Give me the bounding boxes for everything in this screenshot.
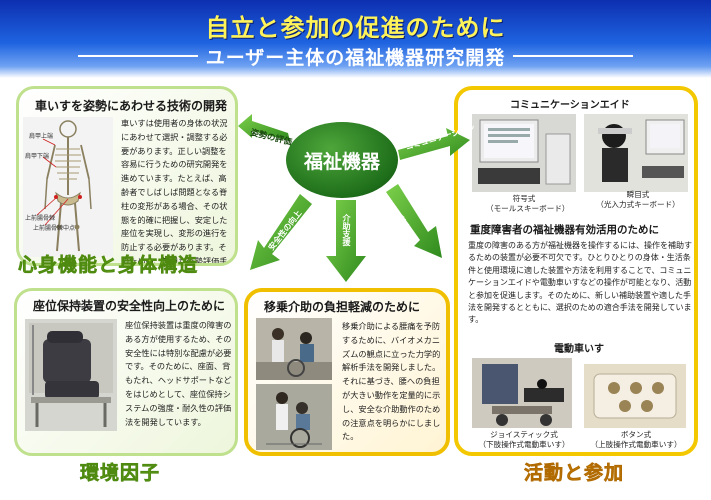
comm-aid-photo-right (584, 114, 688, 192)
subtitle-line-left (77, 55, 198, 57)
caption-morse-line1: 符号式 (512, 194, 536, 203)
aid-effective-title: 重度障害者の福祉機器有効活用のために (470, 224, 659, 236)
page-subtitle: ユーザー主体の福祉機器研究開発 (205, 46, 506, 69)
arrow-label-safety: 安全性の向上 (266, 208, 304, 253)
skeleton-figure (23, 117, 113, 257)
skeleton-label-1: 肩甲上端 (29, 133, 54, 140)
center-welfare-devices: 福祉機器 (286, 122, 398, 198)
comm-aid-photo-left (472, 114, 576, 192)
category-body-function: 心身機能と身体構造 (18, 254, 199, 277)
caption-button: ボタン式 （上肢操作式電動車いす） (586, 430, 686, 450)
skeleton-label-4: 上前腸骨棘中点 (33, 225, 76, 232)
arrow-label-mobility: 移動 (395, 214, 412, 233)
panel-seating-text: 座位保持装置は重度の障害のある方が使用するため、その安全性には特別な配慮が必要で… (125, 320, 232, 427)
skeleton-label-2: 肩甲下端 (25, 153, 50, 160)
caption-morse: 符号式 （モールスキーボード） (486, 194, 570, 214)
electric-wheelchair-title: 電動車いす (554, 344, 604, 355)
transfer-photo-bottom (256, 384, 332, 450)
panel-wheelchair-text: 車いすは使用者の身体の状況にあわせて選択・調整する必要があります。正しい調整を容… (121, 118, 228, 263)
panel-transfer-care: 移乗介助の負担軽減のために 移乗介助による腰痛を予防するために、バイオメカニズム… (244, 288, 450, 456)
aid-effective-text: 重度の障害のある方が福祉機器を操作するには、操作を補助するための装置が必要不可欠… (468, 241, 692, 325)
panel-seating-safety: 座位保持装置の安全性向上のために 座位保持装置は重度の障害のある方が使用するため… (14, 288, 238, 456)
category-environment: 環境因子 (80, 462, 161, 485)
panel-transfer-text: 移乗介助による腰痛を予防するために、バイオメカニズムの観点に立った力学的解析手法… (342, 321, 441, 442)
caption-blink: 瞬目式 （光入力式キーボード） (596, 190, 680, 210)
arrow-mobility (386, 184, 442, 258)
button-photo (584, 364, 686, 428)
skeleton-label-3: 上前腸骨棘 (25, 215, 56, 222)
joystick-photo (472, 358, 572, 428)
caption-joystick: ジョイスティック式 （下肢操作式電動車いす） (474, 430, 574, 450)
category-activity: 活動と参加 (524, 462, 625, 485)
comm-aid-title: コミュニケーションエイド (510, 100, 630, 111)
caption-joystick-line2: （下肢操作式電動車いす） (478, 440, 570, 449)
header-banner: 自立と参加の促進のために ユーザー主体の福祉機器研究開発 (0, 0, 711, 78)
page-title: 自立と参加の促進のために (205, 14, 506, 42)
subtitle-row: ユーザー主体の福祉機器研究開発 (0, 44, 711, 69)
arrow-label-posture: 姿勢の評価 (249, 127, 293, 148)
panel-wheelchair-title: 車いすを姿勢にあわせる技術の開発 (35, 99, 228, 113)
panel-activity-participation: コミュニケーションエイド 符号式 （モールスキーボード） 瞬目式 （光入力式キー… (454, 86, 698, 456)
caption-button-line1: ボタン式 (620, 430, 652, 439)
caption-button-line2: （上肢操作式電動車いす） (590, 440, 682, 449)
caption-blink-line1: 瞬目式 (626, 190, 650, 199)
caption-joystick-line1: ジョイスティック式 (490, 430, 558, 439)
panel-seating-title: 座位保持装置の安全性向上のために (33, 299, 226, 313)
transfer-photo-top (256, 318, 332, 380)
arrow-label-care: 介助支援 (342, 214, 351, 246)
caption-morse-line2: （モールスキーボード） (486, 204, 570, 213)
caption-blink-line2: （光入力式キーボード） (596, 200, 680, 209)
panel-wheelchair-posture: 車いすを姿勢にあわせる技術の開発 肩甲上端 肩甲下端 上前腸骨棘 上前腸骨棘中点… (16, 86, 238, 266)
panel-transfer-title: 移乗介助の負担軽減のために (264, 300, 421, 314)
subtitle-line-right (513, 55, 634, 57)
seating-photo (25, 319, 117, 431)
